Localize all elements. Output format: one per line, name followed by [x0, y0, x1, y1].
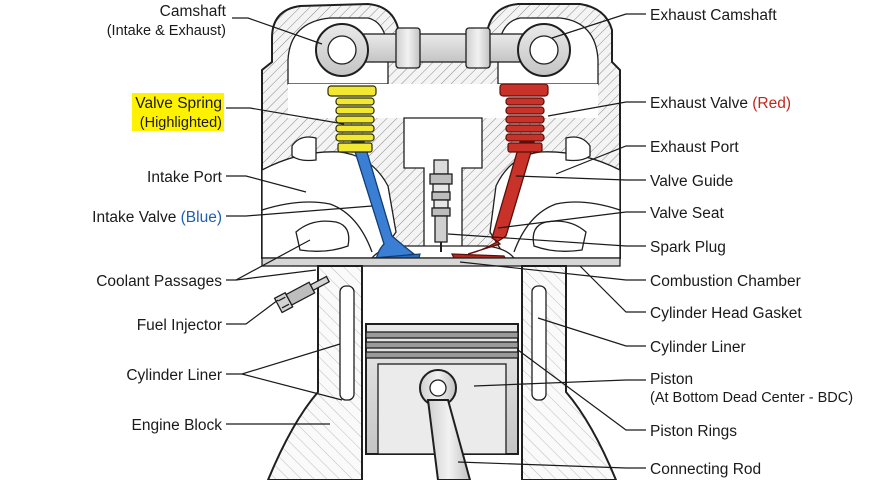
label-fuel-injector: Fuel Injector [137, 317, 222, 334]
label-coolant-passages: Coolant Passages [96, 273, 222, 290]
leader-lines [226, 13, 646, 469]
label-connecting-rod: Connecting Rod [650, 461, 761, 478]
label-engine-block: Engine Block [132, 417, 223, 434]
engine-block [266, 265, 618, 480]
cylinder-liner-right [531, 285, 547, 401]
piston-ring [365, 331, 519, 339]
fuel-injector [273, 275, 331, 314]
label-valve-spring: Valve Spring [135, 95, 222, 112]
label-piston: Piston [650, 371, 693, 388]
label-intake-valve: Intake Valve (Blue) [92, 209, 222, 226]
spark-plug [429, 159, 453, 252]
cylinder-head-gasket [261, 257, 621, 267]
label-intake-port: Intake Port [147, 169, 223, 186]
valve-spring-highlighted [327, 85, 377, 153]
label-exhaust-valve: Exhaust Valve (Red) [650, 95, 791, 112]
label-valve-guide: Valve Guide [650, 173, 733, 190]
label-combustion-chamber: Combustion Chamber [650, 273, 801, 290]
label-exhaust-port: Exhaust Port [650, 139, 739, 156]
cylinder-liner-left [339, 285, 355, 401]
label-cylinder-head-gasket: Cylinder Head Gasket [650, 305, 802, 322]
label-camshaft: Camshaft [160, 3, 227, 20]
label-cylinder-liner-right: Cylinder Liner [650, 339, 746, 356]
label-camshaft-sub: (Intake & Exhaust) [107, 23, 226, 39]
label-exhaust-camshaft: Exhaust Camshaft [650, 7, 777, 24]
valve-spring-label-highlight [132, 93, 224, 131]
label-spark-plug: Spark Plug [650, 239, 726, 256]
connecting-rod [426, 399, 472, 480]
piston-ring [365, 341, 519, 349]
label-valve-spring-sub: (Highlighted) [140, 115, 222, 131]
label-cylinder-liner-left: Cylinder Liner [126, 367, 222, 384]
piston-ring [365, 351, 519, 359]
left-labels: Camshaft (Intake & Exhaust) Valve Spring… [92, 3, 227, 434]
label-piston-rings: Piston Rings [650, 423, 737, 440]
camshaft-assembly [315, 23, 571, 77]
label-valve-seat: Valve Seat [650, 205, 725, 222]
right-labels: Exhaust Camshaft Exhaust Valve (Red) Exh… [650, 7, 853, 478]
label-piston-sub: (At Bottom Dead Center - BDC) [650, 390, 853, 406]
